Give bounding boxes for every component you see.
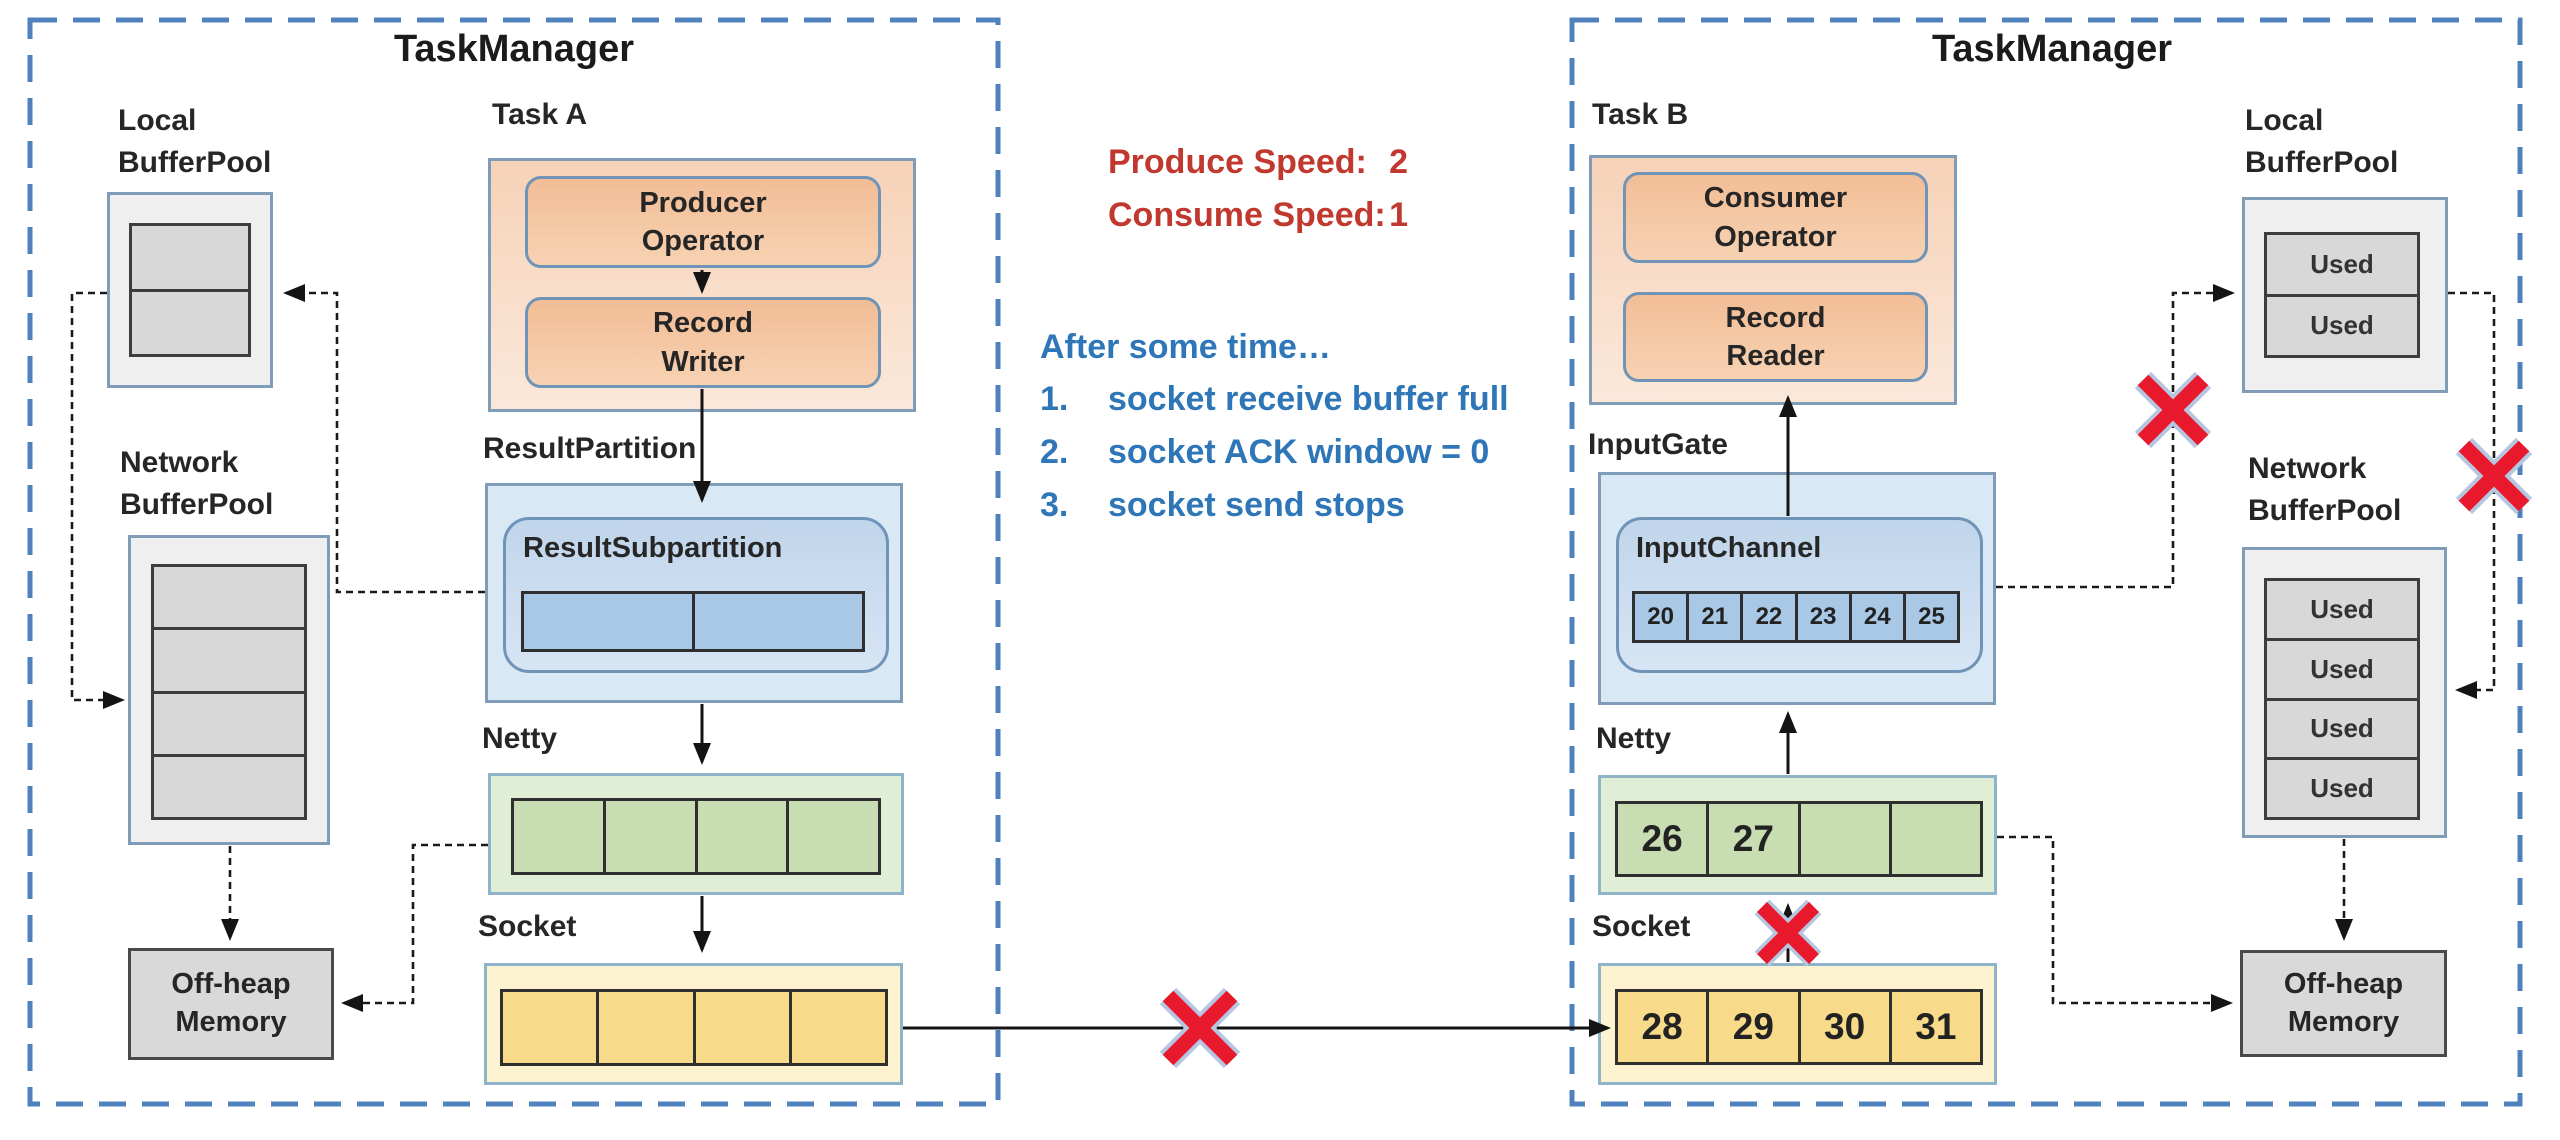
list-item: 2. socket ACK window = 0 <box>1040 433 1489 472</box>
list-item: 3. socket send stops <box>1040 486 1405 525</box>
buffer-cell <box>791 992 885 1063</box>
left-local-bufferpool-cells <box>129 223 251 357</box>
producer-operator-box: Producer Operator <box>525 176 881 268</box>
blocked-x-icon <box>1159 987 1241 1069</box>
buffer-cell <box>132 291 248 354</box>
right-socket-cells: 28 29 30 31 <box>1615 989 1983 1065</box>
buffer-cell: 24 <box>1851 594 1906 640</box>
list-item-number: 3. <box>1040 486 1069 524</box>
buffer-cell <box>1891 804 1980 874</box>
list-item-number: 2. <box>1040 433 1069 471</box>
dashed-inputgate-to-localpool <box>1996 284 2235 589</box>
buffer-cell <box>154 567 304 631</box>
buffer-cell: Used <box>2267 296 2417 355</box>
buffer-cell: Used <box>2267 640 2417 701</box>
buffer-cell: Used <box>2267 581 2417 641</box>
right-local-bufferpool-label: Local BufferPool <box>2245 104 2399 179</box>
left-offheap-memory-box: Off-heap Memory <box>128 948 334 1060</box>
buffer-cell: 26 <box>1618 804 1710 874</box>
produce-speed-value: 2 <box>1389 143 1408 181</box>
left-netty-cells <box>511 798 881 875</box>
record-writer-box: Record Writer <box>525 297 881 388</box>
left-task-label: Task A <box>492 98 588 131</box>
buffer-cell <box>694 594 862 649</box>
buffer-cell <box>605 801 698 872</box>
left-local-bufferpool-label: Local BufferPool <box>118 104 272 179</box>
left-taskmanager-title: TaskManager <box>393 28 635 70</box>
consume-speed-value: 1 <box>1389 196 1408 234</box>
left-netty-label: Netty <box>482 722 558 755</box>
right-network-bufferpool-cells: Used Used Used Used <box>2264 578 2420 820</box>
buffer-cell: 21 <box>1689 594 1744 640</box>
buffer-cell: Used <box>2267 700 2417 761</box>
buffer-cell: Used <box>2267 235 2417 297</box>
right-local-bufferpool-cells: Used Used <box>2264 232 2420 358</box>
right-netty-cells: 26 27 <box>1615 801 1983 877</box>
result-partition-label: ResultPartition <box>483 432 697 465</box>
result-subpartition-cells <box>521 591 865 652</box>
inputchannel-cells: 20 21 22 23 24 25 <box>1632 591 1960 643</box>
buffer-cell <box>154 630 304 694</box>
left-network-bufferpool-label: Network BufferPool <box>120 446 274 521</box>
consume-speed-label: Consume Speed: <box>1108 196 1386 234</box>
buffer-cell <box>514 801 606 872</box>
record-reader-box: Record Reader <box>1623 292 1928 382</box>
right-netty-label: Netty <box>1596 722 1672 755</box>
left-network-bufferpool-cells <box>151 564 307 820</box>
list-item: 1. socket receive buffer full <box>1040 380 1509 419</box>
buffer-cell <box>1800 804 1892 874</box>
buffer-cell: 27 <box>1709 804 1801 874</box>
right-offheap-memory-box: Off-heap Memory <box>2240 950 2447 1057</box>
after-some-time-heading: After some time… <box>1040 328 1331 366</box>
buffer-cell: Used <box>2267 760 2417 817</box>
inputgate-label: InputGate <box>1588 428 1728 461</box>
buffer-cell: 30 <box>1800 992 1892 1062</box>
blocked-x-icon <box>1754 899 1822 967</box>
left-socket-cells <box>500 989 888 1066</box>
left-socket-label: Socket <box>478 910 577 943</box>
dashed-netty-to-offheap-right <box>1997 835 2233 1012</box>
result-subpartition-label: ResultSubpartition <box>523 532 783 564</box>
buffer-cell <box>789 801 878 872</box>
list-item-text: socket receive buffer full <box>1108 380 1509 418</box>
buffer-cell: 31 <box>1891 992 1980 1062</box>
list-item-number: 1. <box>1040 380 1069 418</box>
buffer-cell <box>695 992 792 1063</box>
buffer-cell <box>154 756 304 817</box>
list-item-text: socket ACK window = 0 <box>1108 433 1490 471</box>
buffer-cell <box>503 992 600 1063</box>
produce-speed-line: Produce Speed: 2 <box>1108 143 1408 182</box>
blocked-x-icon <box>2134 371 2212 449</box>
buffer-cell <box>697 801 790 872</box>
buffer-cell <box>154 693 304 757</box>
buffer-cell: 28 <box>1618 992 1710 1062</box>
buffer-cell <box>599 992 696 1063</box>
dashed-localpool-to-networkpool-right <box>2448 291 2496 699</box>
right-taskmanager-title: TaskManager <box>1931 28 2173 70</box>
consume-speed-line: Consume Speed: 1 <box>1108 196 1408 235</box>
right-socket-label: Socket <box>1592 910 1691 943</box>
right-task-label: Task B <box>1592 98 1689 131</box>
list-item-text: socket send stops <box>1108 486 1405 524</box>
buffer-cell: 25 <box>1905 594 1958 640</box>
produce-speed-label: Produce Speed: <box>1108 143 1367 181</box>
buffer-cell: 23 <box>1797 594 1852 640</box>
dashed-netty-to-offheap <box>341 843 488 1012</box>
inputchannel-label: InputChannel <box>1636 532 1822 564</box>
blocked-x-icon <box>2455 437 2533 515</box>
buffer-cell: 29 <box>1709 992 1801 1062</box>
buffer-cell: 22 <box>1743 594 1798 640</box>
consumer-operator-box: Consumer Operator <box>1623 172 1928 263</box>
buffer-cell <box>524 594 695 649</box>
buffer-cell <box>132 226 248 292</box>
right-network-bufferpool-label: Network BufferPool <box>2248 452 2402 527</box>
buffer-cell: 20 <box>1635 594 1690 640</box>
